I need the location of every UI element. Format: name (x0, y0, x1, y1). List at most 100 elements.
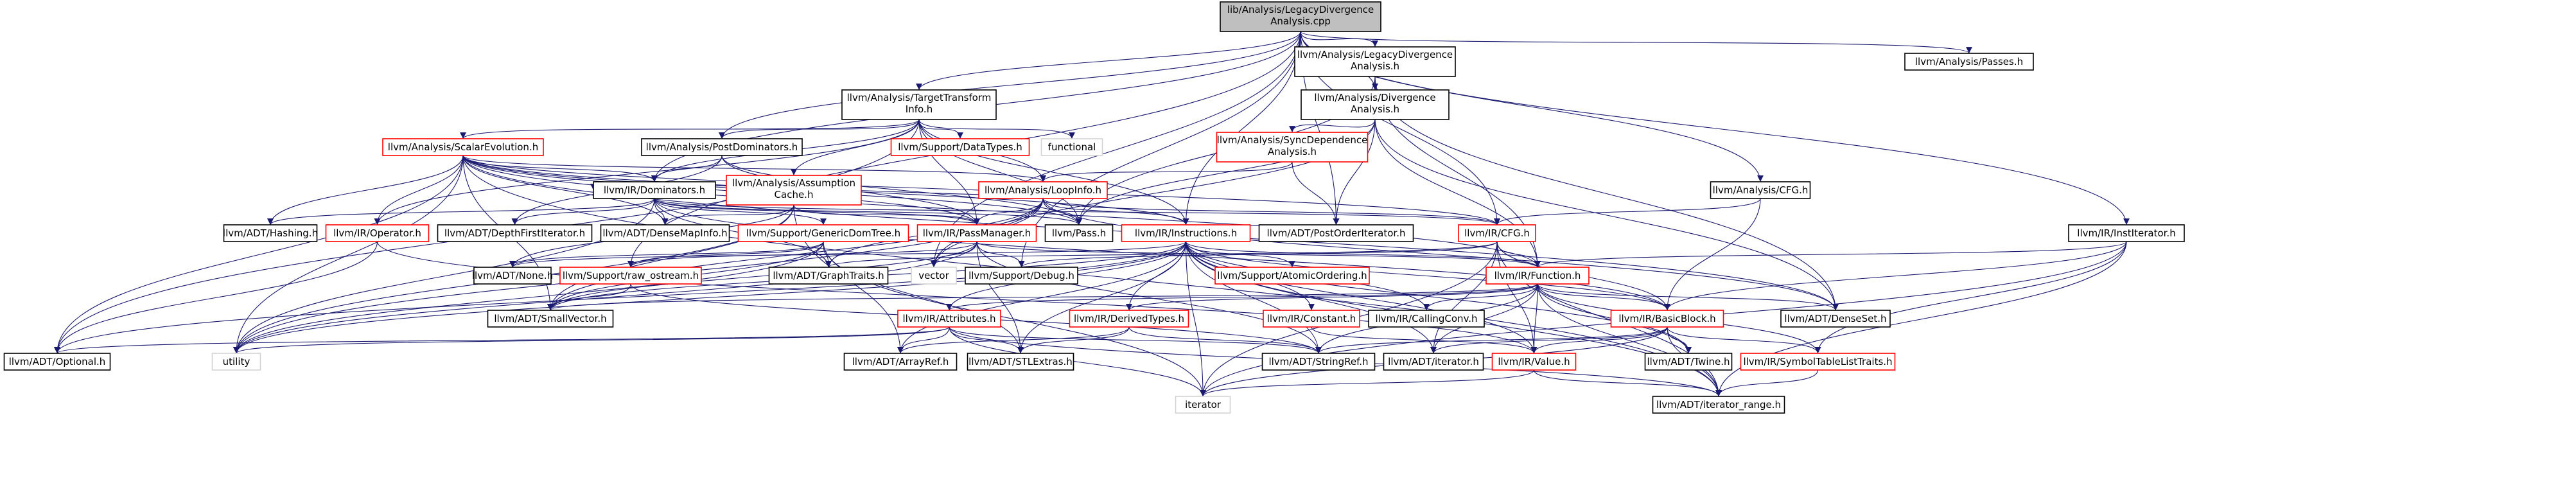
node-label: iterator (1185, 399, 1222, 410)
node-symtab[interactable]: llvm/IR/SymbolTableListTraits.h (1740, 353, 1896, 371)
node-box (1294, 46, 1456, 77)
node-postorder[interactable]: llvm/ADT/PostOrderIterator.h (1258, 224, 1414, 242)
node-label: lib/Analysis/LegacyDivergence (1227, 4, 1374, 15)
edge-dominators-to-cfgIR (654, 198, 1500, 225)
node-iteratorh[interactable]: llvm/ADT/iterator.h (1383, 353, 1484, 371)
node-atomicord[interactable]: llvm/Support/AtomicOrdering.h (1214, 267, 1370, 285)
node-root[interactable]: lib/Analysis/LegacyDivergenceAnalysis.cp… (1220, 1, 1381, 32)
node-label: llvm/ADT/iterator.h (1388, 356, 1479, 367)
edge-scev-to-utility (233, 155, 464, 354)
edge (511, 198, 655, 225)
node-dfiter[interactable]: llvm/ADT/DepthFirstIterator.h (437, 224, 593, 242)
node-function[interactable]: llvm/IR/Function.h (1485, 267, 1590, 285)
edge (1537, 283, 1839, 311)
edge-instructions-to-utility (233, 241, 1187, 354)
node-functional[interactable]: functional (1040, 138, 1103, 156)
node-cfgA[interactable]: llvm/Analysis/CFG.h (1710, 181, 1811, 199)
node-none[interactable]: llvm/ADT/None.h (472, 267, 553, 285)
edge-scev-to-passmanager (462, 155, 980, 225)
edge (627, 241, 824, 268)
edge-scev-to-hashing (267, 155, 464, 225)
edge (374, 119, 920, 225)
node-institer[interactable]: llvm/IR/InstIterator.h (2068, 224, 2185, 242)
edge-cfgIR-to-debug (1018, 241, 1498, 268)
node-box (1644, 353, 1733, 371)
node-basicblock[interactable]: llvm/IR/BasicBlock.h (1610, 310, 1724, 328)
node-loopinfo[interactable]: llvm/Analysis/LoopInfo.h (978, 181, 1108, 199)
node-hashing[interactable]: llvm/ADT/Hashing.h (223, 224, 318, 242)
edge-tti-to-functional (918, 119, 1075, 139)
node-debug[interactable]: llvm/Support/Debug.h (965, 267, 1078, 285)
node-datatypes[interactable]: llvm/Support/DataTypes.h (890, 138, 1030, 156)
edge (662, 204, 794, 225)
node-instructions[interactable]: llvm/IR/Instructions.h (1121, 224, 1251, 242)
node-arrayref[interactable]: llvm/ADT/ArrayRef.h (843, 353, 958, 371)
node-itrange[interactable]: llvm/ADT/iterator_range.h (1652, 396, 1785, 414)
node-label: llvm/ADT/GraphTraits.h (773, 270, 884, 281)
edge-function-to-smallvector (547, 283, 1538, 311)
node-label: llvm/Analysis/Passes.h (1915, 56, 2023, 67)
node-label: llvm/ADT/iterator_range.h (1656, 399, 1781, 411)
edge (719, 119, 920, 139)
node-label: llvm/IR/Attributes.h (902, 313, 995, 324)
node-box (967, 353, 1074, 371)
edge (918, 119, 1082, 225)
node-callingconv[interactable]: llvm/IR/CallingConv.h (1368, 310, 1485, 328)
node-densset[interactable]: llvm/ADT/DenseSet.h (1780, 310, 1891, 328)
node-attributes[interactable]: llvm/IR/Attributes.h (897, 310, 1001, 328)
node-value[interactable]: llvm/IR/Value.h (1491, 353, 1577, 371)
edge-passmanager-to-rawostream (627, 241, 977, 268)
node-pass[interactable]: llvm/Pass.h (1044, 224, 1114, 242)
node-constant[interactable]: llvm/IR/Constant.h (1263, 310, 1360, 328)
node-smallvector[interactable]: llvm/ADT/SmallVector.h (487, 310, 614, 328)
node-passes[interactable]: llvm/Analysis/Passes.h (1904, 53, 2034, 71)
edge (654, 198, 980, 225)
node-optional[interactable]: llvm/ADT/Optional.h (3, 353, 111, 371)
node-utility[interactable]: utility (211, 353, 261, 371)
edge-derivedtypes-to-arrayref (897, 326, 1130, 354)
edge (1300, 31, 1378, 48)
node-densemapinfo[interactable]: llvm/ADT/DenseMapInfo.h (600, 224, 730, 242)
edge (1042, 198, 1839, 311)
node-postdom[interactable]: llvm/Analysis/PostDominators.h (641, 138, 803, 156)
edge (509, 241, 1187, 268)
node-label: llvm/Support/GenericDomTree.h (746, 227, 900, 239)
edge-cfgIR-to-value (1496, 241, 1538, 354)
node-stringref[interactable]: llvm/ADT/StringRef.h (1261, 353, 1376, 371)
node-box (1258, 224, 1414, 242)
edge (1017, 241, 1187, 354)
node-box (1301, 89, 1450, 120)
node-passmanager[interactable]: llvm/IR/PassManager.h (916, 224, 1037, 242)
edge-dominators-to-dfiter (511, 198, 655, 225)
node-gendomtree[interactable]: llvm/Support/GenericDomTree.h (737, 224, 909, 242)
edge-function-to-basicblock (1537, 283, 1670, 311)
node-dominators[interactable]: llvm/IR/Dominators.h (593, 181, 716, 199)
node-rawostream[interactable]: llvm/Support/raw_ostream.h (559, 267, 702, 285)
node-iterator[interactable]: iterator (1175, 396, 1231, 414)
node-box (211, 353, 261, 371)
edge-institer-to-function (1534, 241, 2127, 268)
node-derivedtypes[interactable]: llvm/IR/DerivedTypes.h (1069, 310, 1189, 328)
edge (460, 119, 920, 139)
node-box (1069, 310, 1189, 328)
node-box (641, 138, 803, 156)
node-label: llvm/ADT/StringRef.h (1268, 356, 1368, 367)
node-vector[interactable]: vector (911, 267, 957, 285)
node-cfgIR[interactable]: llvm/IR/CFG.h (1458, 224, 1536, 242)
edge-function-to-derivedtypes (1126, 283, 1538, 311)
node-operator[interactable]: llvm/IR/Operator.h (325, 224, 430, 242)
node-graphtraits[interactable]: llvm/ADT/GraphTraits.h (768, 267, 889, 285)
node-scev[interactable]: llvm/Analysis/ScalarEvolution.h (382, 138, 544, 156)
node-stlextras[interactable]: llvm/ADT/STLExtras.h (967, 353, 1074, 371)
node-box (843, 353, 958, 371)
node-twine[interactable]: llvm/ADT/Twine.h (1644, 353, 1733, 371)
edge (462, 155, 658, 182)
node-label: vector (918, 270, 949, 281)
node-label: llvm/ADT/Optional.h (9, 356, 106, 367)
edge (1018, 241, 1498, 268)
